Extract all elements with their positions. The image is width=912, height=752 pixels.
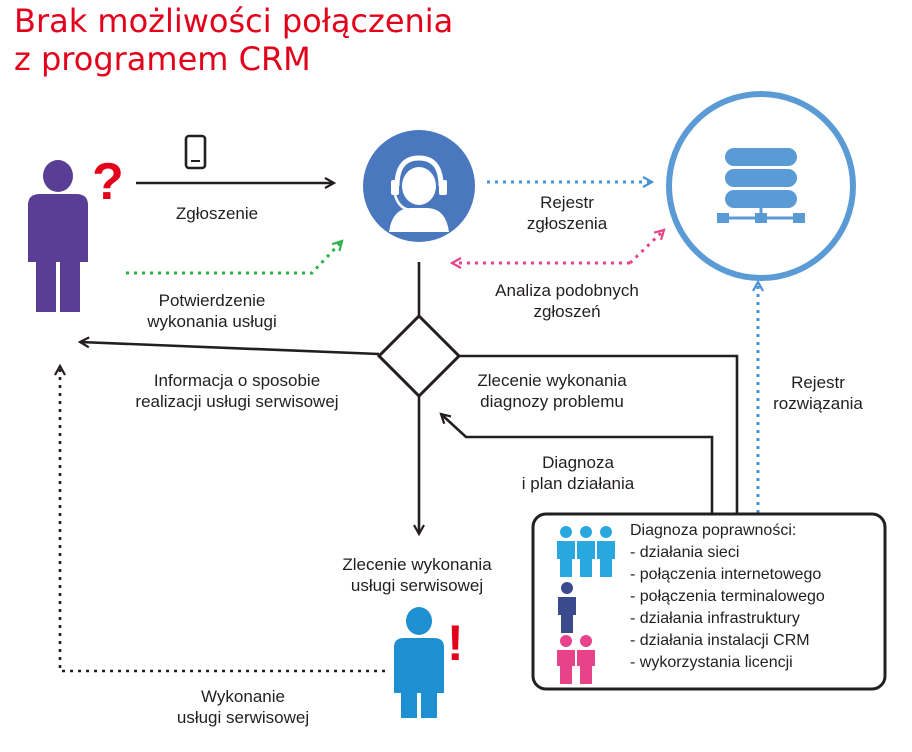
diagnosis-item: - połączenia internetowego [630, 566, 822, 583]
label-rejestr-zgloszenia-line-1: Rejestr [540, 193, 594, 212]
arrow-informacja [80, 342, 380, 356]
diagnosis-item: - wykorzystania licencji [630, 654, 793, 671]
diagnosis-item: - połączenia terminalowego [630, 588, 825, 605]
label-rejestr-zgloszenia: Rejestr zgłoszenia [527, 192, 607, 234]
technician-person-icon [394, 607, 444, 718]
label-wykonanie-line-2: usługi serwisowej [176, 708, 310, 727]
label-rejestr-rozwiazania-line-1: Rejestr [791, 373, 845, 392]
label-wykonanie-line-1: Wykonanie [201, 687, 285, 706]
diagnosis-box [531, 512, 887, 691]
title-line-2: z programem CRM [14, 40, 311, 78]
phone-icon [184, 134, 207, 170]
label-informacja-line-2: realizacji usługi serwisowej [135, 392, 339, 411]
arrow-wykonanie [60, 366, 385, 673]
question-mark: ? [92, 153, 124, 211]
client-person-icon [28, 160, 88, 312]
label-wykonanie: Wykonanie usługi serwisowej [177, 686, 309, 728]
team-blue-people-icon [557, 526, 615, 577]
arrow-potwierdzenie [126, 241, 342, 275]
label-potwierdzenie-line-2: wykonania usługi [147, 312, 277, 331]
team-pink-people-icon [557, 635, 595, 684]
decision-diamond [376, 313, 462, 399]
label-zlecenie-diagnozy-line-2: diagnozy problemu [480, 392, 624, 411]
label-analiza-line-2: zgłoszeń [533, 302, 601, 321]
label-rejestr-rozwiazania-line-2: rozwiązania [773, 394, 863, 413]
diagnosis-heading: Diagnoza poprawności: [630, 522, 797, 539]
label-diagnoza-plan-line-1: Diagnoza [542, 453, 614, 472]
label-diagnoza-plan-line-2: i plan działania [521, 474, 635, 493]
diagnosis-item: - działania instalacji CRM [630, 632, 810, 649]
diagnosis-list: - działania sieci - połączenia interneto… [630, 542, 825, 674]
title-line-1: Brak możliwości połączenia [14, 2, 454, 40]
label-potwierdzenie-line-1: Potwierdzenie [158, 291, 266, 310]
label-analiza-line-1: Analiza podobnych [495, 281, 639, 300]
label-analiza: Analiza podobnych zgłoszeń [495, 280, 639, 322]
arrow-diagnoza-plan [441, 414, 714, 515]
label-zlecenie-uslugi-line-2: usługi serwisowej [350, 576, 484, 595]
label-rejestr-zgloszenia-line-2: zgłoszenia [526, 214, 608, 233]
label-zlecenie-diagnozy-line-1: Zlecenie wykonania [477, 371, 627, 390]
diagram-title: Brak możliwości połączenia z programem C… [14, 2, 453, 78]
label-zlecenie-uslugi-line-1: Zlecenie wykonania [342, 555, 492, 574]
label-rejestr-rozwiazania: Rejestr rozwiązania [773, 372, 863, 414]
diagnosis-item: - działania sieci [630, 544, 740, 561]
diagnosis-item: - działania infrastruktury [630, 610, 800, 627]
label-informacja: Informacja o sposobie realizacji usługi … [135, 370, 338, 412]
arrow-zlecenie-diagnozy [459, 354, 739, 515]
label-zlecenie-diagnozy: Zlecenie wykonania diagnozy problemu [477, 370, 626, 412]
diagnosis-box-content: Diagnoza poprawności: - działania sieci … [630, 520, 825, 674]
team-navy-person-icon [558, 582, 576, 633]
label-zlecenie-uslugi: Zlecenie wykonania usługi serwisowej [342, 554, 491, 596]
arrow-analiza-diagonal [628, 230, 664, 265]
label-informacja-line-1: Informacja o sposobie [153, 371, 321, 390]
label-diagnoza-plan: Diagnoza i plan działania [522, 452, 634, 494]
label-zgloszenie: Zgłoszenie [175, 204, 259, 223]
exclamation-mark: ! [447, 615, 464, 671]
database-server-icon [666, 91, 856, 281]
consultant-headset-icon [363, 130, 475, 242]
label-potwierdzenie: Potwierdzenie wykonania usługi [147, 290, 276, 332]
